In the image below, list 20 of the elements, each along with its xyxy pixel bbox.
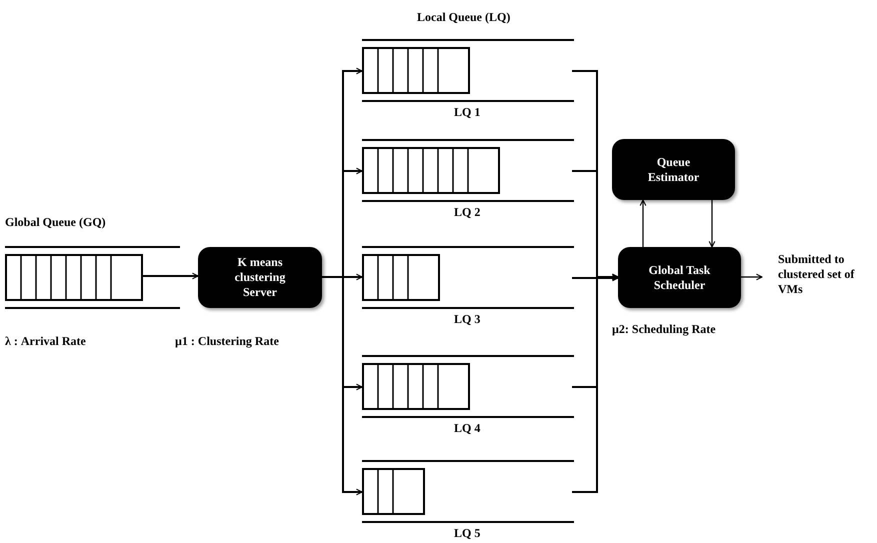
rate-label: µ2: Scheduling Rate xyxy=(612,321,716,338)
queue-label: LQ 4 xyxy=(454,420,480,437)
queue-label: LQ 2 xyxy=(454,204,480,221)
process-box: Global Task Scheduler xyxy=(618,247,741,308)
rate-label: µ1 : Clustering Rate xyxy=(175,333,279,350)
queue-label: LQ 5 xyxy=(454,525,480,542)
process-box: Queue Estimator xyxy=(612,139,735,200)
queue-label: LQ 1 xyxy=(454,104,480,121)
output-text: Submitted to clustered set of VMs xyxy=(777,252,856,297)
rate-label: λ : Arrival Rate xyxy=(5,333,86,350)
arrow xyxy=(572,274,619,493)
process-box: K means clustering Server xyxy=(198,247,322,308)
queue-label: LQ 3 xyxy=(454,311,480,328)
arrow xyxy=(708,200,716,248)
arrow xyxy=(739,274,763,280)
queue-heading: Global Queue (GQ) xyxy=(5,214,106,231)
arrow xyxy=(640,199,646,247)
arrow xyxy=(143,272,199,280)
section-heading: Local Queue (LQ) xyxy=(417,9,510,26)
arrow xyxy=(572,274,619,282)
